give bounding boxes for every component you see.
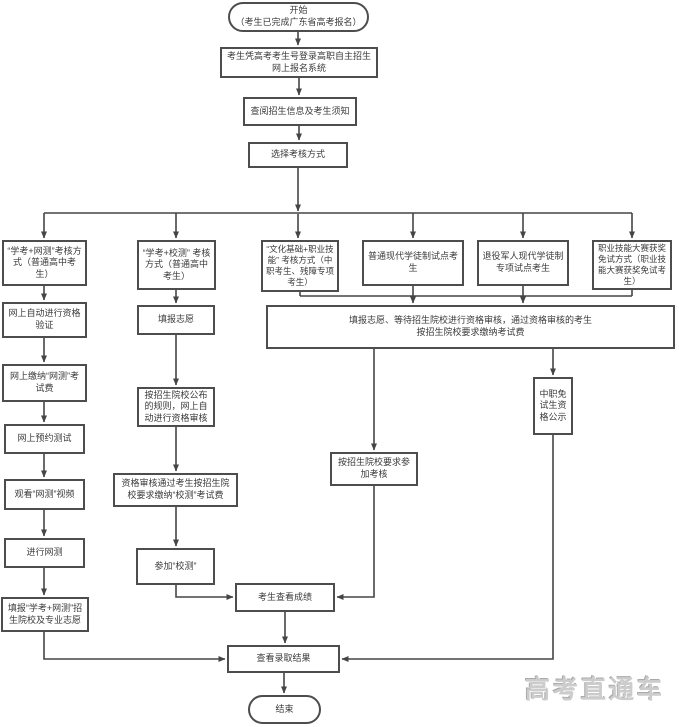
node-auto-review: 按招生院校公布的规则，网上自动进行资格审核 [137, 387, 215, 427]
node-view-score: 考生查看成绩 [235, 583, 335, 612]
node-fill-wish: 填报志愿 [137, 305, 215, 335]
node-branch-jineng-dasai-mianshi: 职业技能大赛获奖免试方式（职业技能大赛获奖免试考生） [592, 240, 672, 290]
node-fill-wish-wide: 填报志愿、等待招生院校进行资格审核，通过资格审核的考生 按招生院校要求缴纳考试费 [266, 305, 675, 349]
node-start: 开始 （考生已完成广东省高考报名） [228, 2, 369, 32]
connector-lines [41, 32, 635, 694]
node-watch-video: 观看“网测”视频 [4, 479, 85, 510]
node-branch-xuekao-wangce: “学考+网测”考核方式（普通高中考生） [2, 240, 87, 286]
node-branch-wenhua-jineng: “文化基础+职业技能” 考核方式（中职考生、残障专项考生） [261, 240, 339, 292]
node-branch-xuekao-xiaoce: “学考+校测” 考核方式（普通高中考生） [137, 240, 216, 290]
node-mianshi-publicity: 中职免试生资格公示 [533, 377, 573, 435]
node-branch-tuiyi-junren: 退役军人现代学徒制专项试点考生 [477, 240, 569, 286]
node-branch-putong-xuetu: 普通现代学徒制试点考生 [362, 240, 464, 286]
node-fill-wangce-wish: 填报“学考+网测”招生院校及专业志愿 [1, 597, 89, 632]
node-login-system: 考生凭高考考生号登录高职自主招生网上报名系统 [220, 47, 378, 78]
node-choose-method: 选择考核方式 [248, 142, 348, 168]
node-do-wangce: 进行网测 [4, 538, 85, 568]
node-view-result: 查看录取结果 [227, 645, 340, 673]
node-reserve-test: 网上预约测试 [4, 424, 85, 454]
node-pay-xiaoce-fee: 资格审核通过考生按招生院校要求缴纳“校测”考试费 [113, 473, 238, 507]
node-pay-wangce-fee: 网上缴纳“网测”考试费 [2, 364, 87, 402]
node-online-verify: 网上自动进行资格验证 [2, 302, 87, 338]
node-view-info: 查阅招生信息及考生须知 [243, 97, 357, 126]
node-attend-xiaoce: 参加“校测” [136, 548, 215, 585]
node-end: 结束 [248, 695, 321, 724]
node-attend-exam: 按招生院校要求参加考核 [330, 452, 418, 486]
watermark: 高考直通车 [524, 677, 665, 704]
